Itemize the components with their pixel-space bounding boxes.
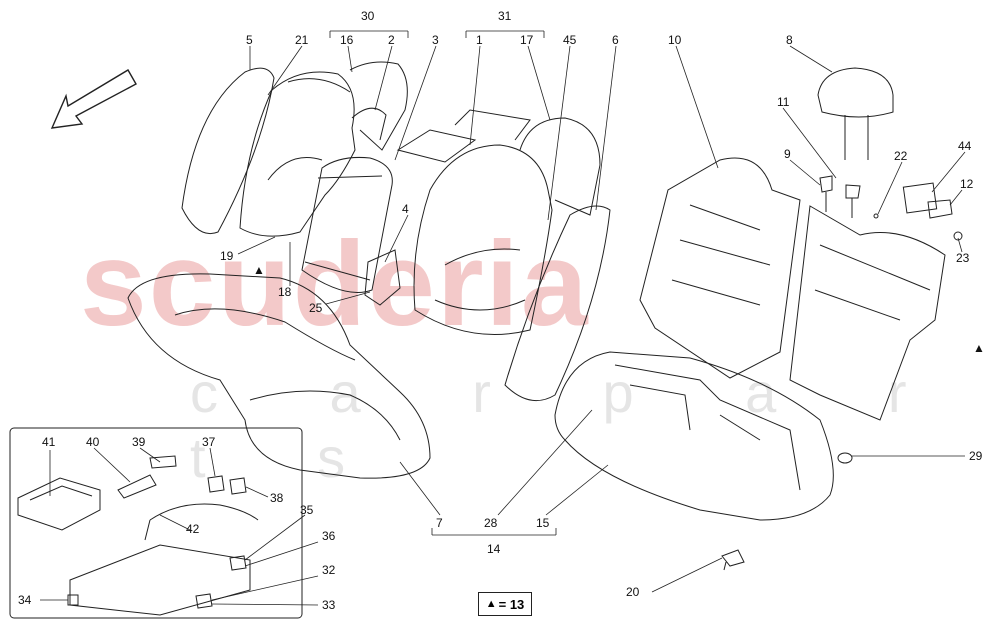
part-backrest-left-rear <box>349 61 408 151</box>
part-top-panel <box>396 109 531 163</box>
part-headrest <box>817 67 894 118</box>
part-armrest <box>301 157 393 293</box>
part-side-bolster-left <box>181 67 275 234</box>
part-side-bolster-right <box>504 205 611 402</box>
callout-19: 19 <box>220 249 234 263</box>
callout-28: 28 <box>484 516 498 530</box>
callout-35: 35 <box>300 503 314 517</box>
part-bracket <box>364 249 401 306</box>
callout-41: 41 <box>42 435 56 449</box>
part-switch-39 <box>149 455 177 469</box>
part-switch-40 <box>117 474 157 499</box>
part-panel-41 <box>17 477 101 531</box>
callout-23: 23 <box>956 251 970 265</box>
legend-triangle-icon: ▲ <box>485 598 497 610</box>
callout-45: 45 <box>563 33 577 47</box>
callout-33: 33 <box>322 598 336 612</box>
part-backrest-left <box>239 71 356 237</box>
callout-15: 15 <box>536 516 550 530</box>
callout-16: 16 <box>340 33 354 47</box>
part-cover-44 <box>902 182 938 214</box>
watermark-sub: c a r p a r t s <box>190 361 955 489</box>
part-washer-29 <box>837 452 853 464</box>
part-backrest-center <box>413 144 553 335</box>
legend-text: = 13 <box>498 596 525 612</box>
watermark-main: scuderia <box>80 217 590 351</box>
callout-12: 12 <box>960 177 974 191</box>
callout-32: 32 <box>322 563 336 577</box>
callout-36: 36 <box>322 529 336 543</box>
callout-39: 39 <box>132 435 146 449</box>
part-hinge-12 <box>927 199 953 219</box>
callout-25: 25 <box>309 301 323 315</box>
part-cushion-frame <box>554 351 834 521</box>
part-guide-9 <box>819 175 833 212</box>
direction-arrow-icon <box>50 69 137 129</box>
callout-10: 10 <box>668 33 682 47</box>
callout-20: 20 <box>626 585 640 599</box>
callout-17: 17 <box>520 33 534 47</box>
part-cushion <box>127 273 431 479</box>
callout-44: 44 <box>958 139 972 153</box>
callout-40: 40 <box>86 435 100 449</box>
callout-4: 4 <box>402 202 409 216</box>
part-connector-37 <box>207 475 247 495</box>
callout-37: 37 <box>202 435 216 449</box>
inset-box <box>9 427 303 619</box>
part-seatback-frame <box>639 157 801 379</box>
callout-18: 18 <box>278 285 292 299</box>
part-clip-20 <box>721 549 745 571</box>
marker-triangle-right: ▲ <box>973 341 985 355</box>
part-backrest-right <box>519 117 601 216</box>
callout-8: 8 <box>786 33 793 47</box>
part-connector-32 <box>195 593 213 609</box>
callout-42: 42 <box>186 522 200 536</box>
callout-11: 11 <box>777 95 790 109</box>
callout-34: 34 <box>18 593 32 607</box>
callout-30: 30 <box>361 9 375 23</box>
callout-7: 7 <box>436 516 443 530</box>
callout-22: 22 <box>894 149 908 163</box>
callout-38: 38 <box>270 491 284 505</box>
callout-31: 31 <box>498 9 512 23</box>
part-guide-11 <box>845 184 861 218</box>
callout-3: 3 <box>432 33 439 47</box>
callout-5: 5 <box>246 33 253 47</box>
part-connector-36 <box>229 555 247 571</box>
callout-14: 14 <box>487 542 501 556</box>
callout-21: 21 <box>295 33 309 47</box>
marker-triangle-left: ▲ <box>253 263 265 277</box>
callout-9: 9 <box>784 147 791 161</box>
callout-6: 6 <box>612 33 619 47</box>
part-harness-42 <box>144 503 259 541</box>
legend-box: ▲ = 13 <box>478 592 532 616</box>
callout-29: 29 <box>969 449 983 463</box>
callout-2: 2 <box>388 33 395 47</box>
callout-1: 1 <box>476 33 483 47</box>
